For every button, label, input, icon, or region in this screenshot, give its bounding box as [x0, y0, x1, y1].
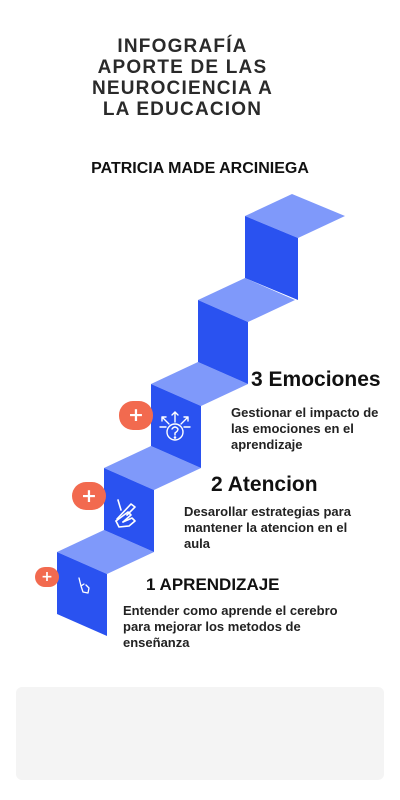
step-2-tread	[104, 446, 201, 490]
step-1-description: Entender como aprende el cerebro para me…	[123, 603, 338, 650]
step-1-tread	[57, 530, 154, 574]
infographic-title: INFOGRAFÍA APORTE DE LAS NEUROCIENCIA A …	[91, 36, 274, 120]
author-name: PATRICIA MADE ARCINIEGA	[91, 160, 309, 177]
step-3-description: Gestionar el impacto de las emociones en…	[231, 405, 379, 452]
plus-icon: +	[41, 569, 53, 585]
plus-icon: +	[81, 484, 97, 507]
step-5-tread	[245, 194, 345, 238]
step-2-description: Desarollar estrategias para mantener la …	[184, 504, 351, 551]
step-2-expand-button[interactable]: +	[72, 482, 106, 510]
step-1-title: 1 APRENDIZAJE	[146, 575, 280, 594]
step-5-riser	[245, 216, 298, 300]
step-3-title: 3 Emociones	[251, 368, 381, 391]
step-4-tread	[198, 278, 295, 322]
peace-hand-icon	[115, 499, 136, 528]
bottom-panel	[16, 687, 384, 780]
step-3-tread	[151, 362, 248, 406]
step-2-riser	[104, 468, 154, 552]
plus-icon: +	[128, 404, 144, 426]
step-3-expand-button[interactable]: +	[119, 401, 153, 430]
question-arrows-icon	[159, 411, 191, 441]
step-3-riser	[151, 384, 201, 468]
step-2-title: 2 Atencion	[211, 473, 318, 496]
step-1-expand-button[interactable]: +	[35, 567, 59, 587]
step-1-riser	[57, 552, 107, 636]
step-4-riser	[198, 300, 248, 384]
hand-pointer-icon	[78, 577, 90, 594]
